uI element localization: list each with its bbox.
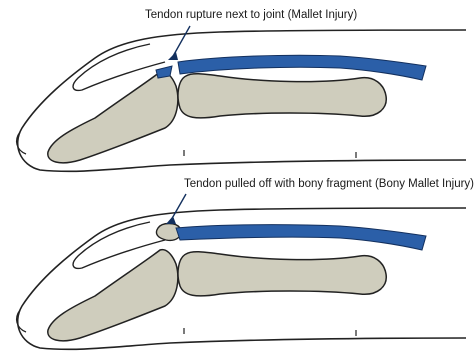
injury-caption: Tendon pulled off with bony fragment (Bo… [184,178,474,190]
mallet-injury-panel: Tendon rupture next to joint (Mallet Inj… [0,0,475,180]
bony-mallet-injury-diagram [0,178,475,358]
mallet-injury-diagram [0,0,475,180]
injury-caption: Tendon rupture next to joint (Mallet Inj… [145,9,357,21]
bony-mallet-injury-panel: Tendon pulled off with bony fragment (Bo… [0,178,475,358]
